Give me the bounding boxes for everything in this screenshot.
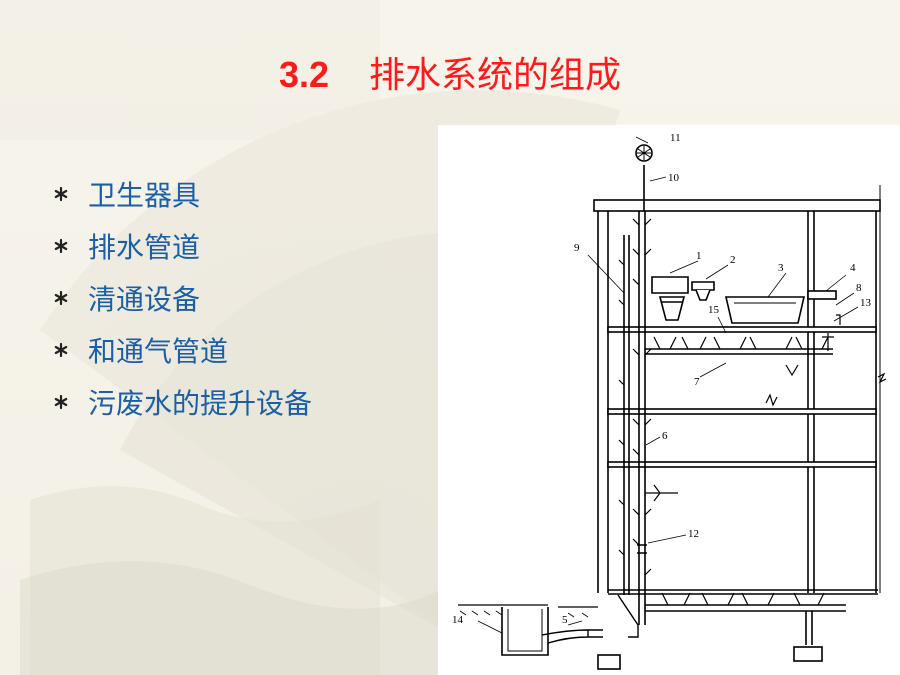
- label-6: 6: [662, 430, 668, 442]
- inspection-well: [501, 607, 549, 656]
- cleanout-plug: [793, 646, 823, 662]
- roof-slab: [593, 199, 881, 212]
- bullet-item: 清通设备: [52, 272, 312, 324]
- title-number: 3.2: [278, 54, 330, 95]
- label-3: 3: [778, 262, 784, 274]
- bullet-text: 排水管道: [88, 231, 201, 264]
- asterisk-icon: [54, 238, 68, 254]
- label-5: 5: [562, 614, 568, 626]
- slide-title: 3.2 排水系统的组成: [0, 46, 900, 98]
- title-text: 排水系统的组成: [369, 55, 622, 96]
- urinal-fixture: [691, 281, 715, 291]
- floor-slab: [607, 461, 877, 468]
- bullet-text: 和通气管道: [88, 335, 229, 368]
- asterisk-icon: [54, 342, 68, 358]
- asterisk-icon: [54, 186, 68, 202]
- label-7: 7: [694, 376, 700, 388]
- sink-fixture: [807, 290, 837, 300]
- bullet-item: 卫生器具: [52, 168, 312, 220]
- bullet-list: 卫生器具 排水管道 清通设备 和通气管道 污废水的提升设备: [52, 168, 312, 428]
- toilet-fixture: [651, 276, 689, 294]
- label-2: 2: [730, 254, 736, 266]
- label-8: 8: [856, 282, 862, 294]
- label-11: 11: [670, 132, 681, 144]
- bullet-text: 卫生器具: [88, 179, 201, 212]
- label-4: 4: [850, 262, 856, 274]
- label-10: 10: [668, 172, 680, 184]
- cleanout-plug: [597, 654, 621, 670]
- floor-slab: [607, 326, 877, 333]
- label-15: 15: [708, 304, 720, 316]
- asterisk-icon: [54, 290, 68, 306]
- diagram-drawing: 11 10 9 1 2 3 4 8 13 15 7 6 12 14 5: [452, 132, 887, 670]
- bullet-item: 和通气管道: [52, 324, 312, 376]
- bullet-text: 清通设备: [88, 283, 201, 316]
- label-1: 1: [696, 250, 702, 262]
- bullet-item: 污废水的提升设备: [52, 376, 312, 428]
- bullet-item: 排水管道: [52, 220, 312, 272]
- label-12: 12: [688, 528, 699, 540]
- drainage-system-diagram: 11 10 9 1 2 3 4 8 13 15 7 6 12 14 5: [438, 125, 900, 675]
- floor-slab: [607, 408, 877, 415]
- bullet-text: 污废水的提升设备: [88, 387, 313, 420]
- asterisk-icon: [54, 394, 68, 410]
- ground-line: [458, 604, 598, 608]
- label-9: 9: [574, 242, 580, 254]
- label-14: 14: [452, 614, 464, 626]
- washbasin-fixture: [724, 296, 806, 324]
- label-13: 13: [860, 297, 872, 309]
